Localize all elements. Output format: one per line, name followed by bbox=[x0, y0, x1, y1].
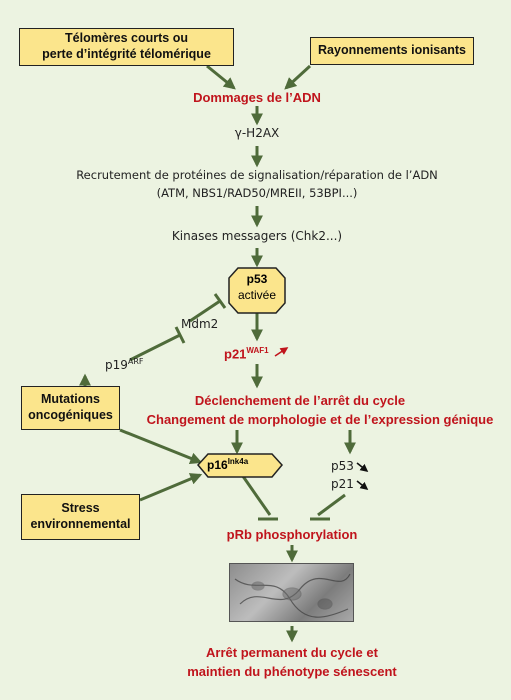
arrow-stress-p16 bbox=[139, 473, 203, 502]
h2ax-label: γ-H2AX bbox=[234, 126, 280, 140]
inhibit-p19-mdm2-bar bbox=[174, 326, 186, 344]
side-p21-label: p21 bbox=[331, 477, 354, 491]
p53-sub: activée bbox=[237, 287, 277, 302]
telomeres-line2: perte d’intégrité télomérique bbox=[42, 47, 211, 61]
rayonnements-box: Rayonnements ionisants bbox=[310, 37, 474, 65]
mutations-box: Mutations oncogéniques bbox=[21, 386, 120, 430]
stress-line2: environnemental bbox=[30, 517, 131, 531]
p16-sup: Ink4a bbox=[227, 457, 249, 466]
final-line2: maintien du phénotype sénescent bbox=[187, 664, 397, 679]
inhibit-mdm2-p53 bbox=[189, 299, 221, 323]
p21-up-arrow bbox=[274, 347, 289, 357]
dommages-label: Dommages de l’ADN bbox=[193, 90, 321, 105]
side-p53-label: p53 bbox=[331, 459, 354, 473]
kinases-label: Kinases messagers (Chk2...) bbox=[171, 229, 343, 243]
p21-text: p21 bbox=[224, 346, 247, 362]
p19-text: p19 bbox=[105, 358, 128, 372]
p53-octagon bbox=[228, 267, 286, 314]
senescent-cells-image bbox=[229, 563, 354, 622]
stress-line1: Stress bbox=[61, 501, 100, 516]
changement-label: Changement de morphologie et de l’expres… bbox=[146, 412, 494, 427]
inhibit-mdm2-p53-bar bbox=[213, 293, 227, 309]
p16-node: p16Ink4a bbox=[207, 457, 248, 472]
telomeres-line1: Télomères courts ou bbox=[65, 31, 188, 46]
inhibit-p19-mdm2 bbox=[129, 333, 181, 362]
recrutement-line1: Recrutement de protéines de signalisatio… bbox=[76, 168, 438, 182]
p21-label: p21WAF1 bbox=[224, 346, 269, 361]
mdm2-label: Mdm2 bbox=[181, 317, 219, 331]
p16-octagon bbox=[197, 453, 283, 478]
rayonnements-label: Rayonnements ionisants bbox=[318, 43, 466, 58]
mutations-line2: oncogéniques bbox=[28, 408, 113, 422]
stress-box: Stress environnemental bbox=[21, 494, 140, 540]
final-line1: Arrêt permanent du cycle et bbox=[206, 645, 378, 660]
p21-down-arrow bbox=[356, 480, 369, 490]
p21-sup: WAF1 bbox=[246, 346, 269, 355]
inhibit-p16-prb bbox=[238, 471, 272, 516]
arrow-telomeres-dommages bbox=[206, 64, 236, 90]
prb-label: pRb phosphorylation bbox=[226, 527, 358, 542]
arrow-rayonnements-dommages bbox=[284, 64, 312, 90]
mutations-line1: Mutations bbox=[40, 392, 100, 407]
recrutement-line2: (ATM, NBS1/RAD50/MREII, 53BPI...) bbox=[156, 186, 358, 200]
p19-label: p19ARF bbox=[105, 357, 144, 372]
p53-title: p53 bbox=[246, 272, 268, 286]
telomeres-box: Télomères courts ou perte d’intégrité té… bbox=[19, 28, 234, 66]
p19-sup: ARF bbox=[127, 357, 144, 366]
p53-down-arrow bbox=[356, 462, 369, 472]
p53-node: p53 activée bbox=[229, 272, 285, 303]
arrow-mutations-p16 bbox=[119, 428, 203, 465]
declenchement-label: Déclenchement de l’arrêt du cycle bbox=[194, 393, 406, 408]
inhibit-side-prb bbox=[317, 493, 346, 517]
cell-texture bbox=[234, 573, 351, 618]
p16-text: p16 bbox=[207, 458, 228, 472]
